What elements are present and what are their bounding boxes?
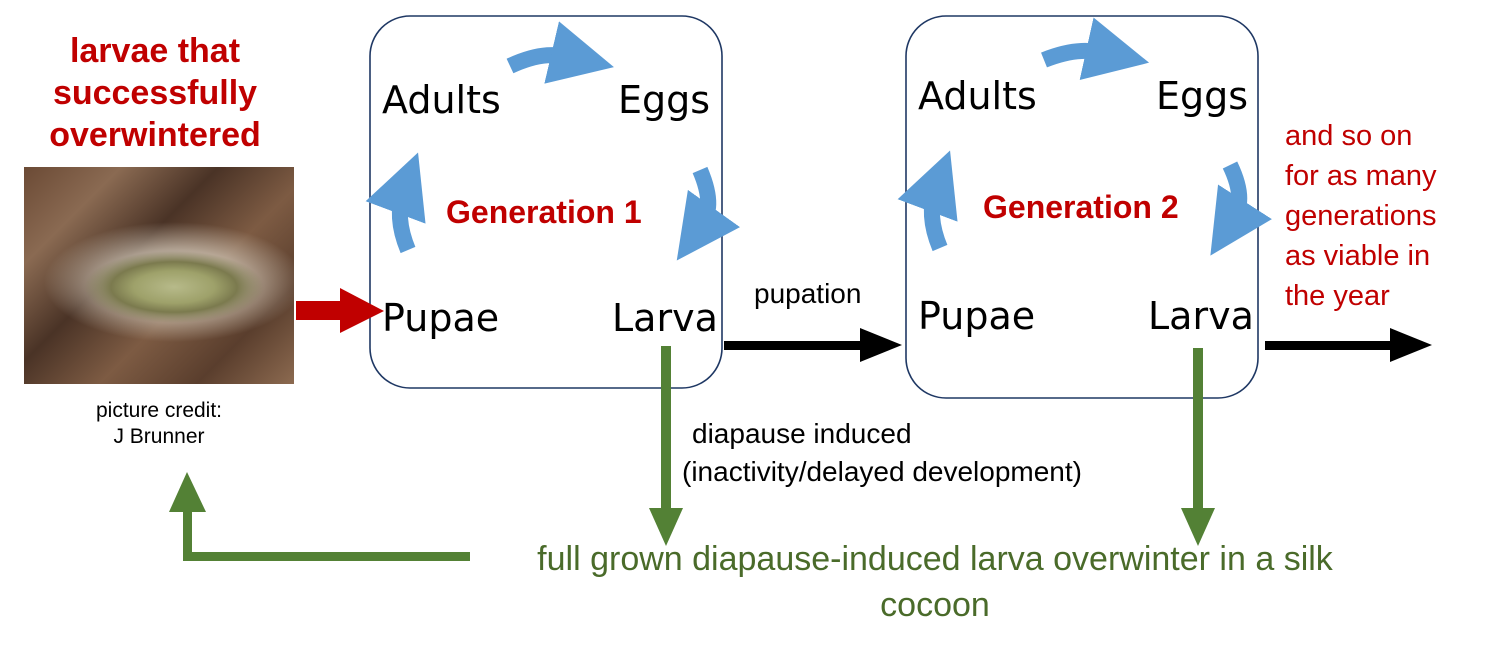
eggs-to-larva-arrow xyxy=(1210,161,1272,256)
diapause-arrow-generation-2 xyxy=(1181,348,1215,546)
continuation-note-line: as viable in xyxy=(1285,240,1431,272)
overwinter-note-line: cocoon xyxy=(880,586,990,624)
diapause-detail-label: (inactivity/delayed development) xyxy=(682,456,1082,488)
picture-credit-line: picture credit: xyxy=(95,399,223,422)
larva-cocoon-photo xyxy=(24,167,294,384)
continuation-note-line: generations xyxy=(1285,200,1437,232)
diapause-arrow-generation-1 xyxy=(649,346,683,546)
adults-to-eggs-arrow xyxy=(506,21,614,84)
pupation-label: pupation xyxy=(754,278,862,309)
generation-1-eggs: Eggs xyxy=(618,78,711,122)
generation-1-larva: Larva xyxy=(612,296,718,340)
diapause-label-line: diapause induced xyxy=(692,418,912,449)
continuation-note-line: and so on xyxy=(1285,120,1413,152)
overwinter-return-arrow xyxy=(169,472,470,561)
generation-2-eggs: Eggs xyxy=(1156,74,1249,118)
pupae-to-adults-arrow xyxy=(365,152,426,254)
diapause-detail-line: (inactivity/delayed development) xyxy=(682,456,1082,487)
generation-1-cycle-arrows xyxy=(365,21,740,261)
continuation-note: and so on for as many generations as via… xyxy=(1285,116,1485,316)
overwintered-title-line: larvae that xyxy=(69,32,241,70)
generation-1-adults: Adults xyxy=(382,78,501,122)
generation-2-adults: Adults xyxy=(918,74,1037,118)
overwintered-to-pupae-arrow xyxy=(296,288,384,333)
generation-1-label: Generation 1 xyxy=(446,194,642,230)
diapause-label: diapause induced xyxy=(692,418,912,450)
picture-credit-author: J Brunner xyxy=(113,425,205,448)
adults-to-eggs-arrow xyxy=(1041,17,1150,81)
generation-1-pupae: Pupae xyxy=(382,296,500,340)
overwintered-title-line: successfully xyxy=(52,74,258,112)
generation-2-larva: Larva xyxy=(1148,294,1254,338)
pupation-arrow xyxy=(724,328,902,362)
pupae-to-adults-arrow xyxy=(897,150,958,252)
continuation-note-line: for as many xyxy=(1285,160,1437,192)
overwinter-note-line: full grown diapause-induced larva overwi… xyxy=(537,540,1333,578)
generation-2-cycle-arrows xyxy=(897,17,1272,256)
picture-credit: picture credit: J Brunner xyxy=(44,398,274,450)
generation-2-pupae: Pupae xyxy=(918,294,1036,338)
continuation-note-line: the year xyxy=(1285,280,1390,312)
eggs-to-larva-arrow xyxy=(676,166,740,261)
overwintered-title: larvae that successfully overwintered xyxy=(15,30,295,156)
overwinter-note: full grown diapause-induced larva overwi… xyxy=(470,536,1400,628)
generation-2-label: Generation 2 xyxy=(983,189,1179,225)
overwintered-title-line: overwintered xyxy=(49,116,261,154)
next-generation-arrow xyxy=(1265,328,1432,362)
